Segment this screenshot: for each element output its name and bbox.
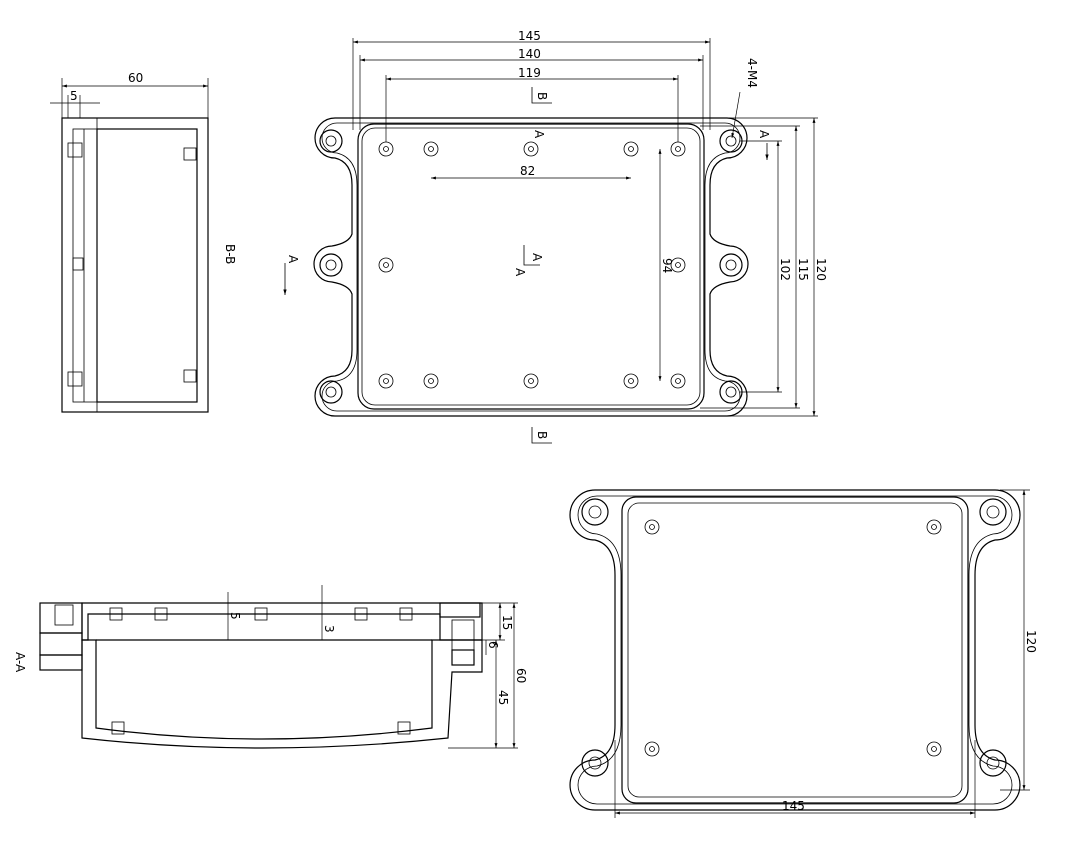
top-hole-spacing-82: 82 (520, 164, 535, 178)
top-width-145: 145 (518, 29, 541, 43)
section-a-marker-center2: A (513, 268, 527, 277)
aa-dim-45: 45 (496, 690, 510, 705)
section-bb-view: 60 5 B-B (50, 71, 237, 413)
section-a-marker-upper: A (532, 130, 546, 139)
section-a-marker-center: A (530, 253, 544, 262)
screw-label: 4-M4 (745, 58, 759, 88)
bottom-corner-holes (581, 498, 1007, 777)
bottom-screw-holes (644, 519, 942, 757)
aa-dim-3: 3 (322, 625, 336, 633)
bb-depth-60: 60 (128, 71, 143, 85)
section-a-marker-left: A (286, 255, 300, 264)
bottom-height-120: 120 (1024, 630, 1038, 653)
bottom-width-145: 145 (782, 799, 805, 813)
aa-section-title: A-A (13, 652, 27, 673)
aa-dim-6: 6 (486, 641, 500, 649)
section-a-marker-right: A (757, 130, 771, 139)
top-hole-spacing-94: 94 (660, 258, 674, 273)
top-height-120: 120 (814, 258, 828, 281)
aa-dim-15: 15 (500, 615, 514, 630)
section-b-marker-bottom: B (535, 431, 549, 439)
top-height-102: 102 (778, 258, 792, 281)
top-hole-spacing-119: 119 (518, 66, 541, 80)
top-height-115: 115 (796, 258, 810, 281)
aa-dim-60: 60 (514, 668, 528, 683)
top-view: 145 140 119 82 4-M4 120 115 102 94 B B (283, 29, 828, 444)
aa-dim-5: 5 (228, 612, 242, 620)
top-width-140: 140 (518, 47, 541, 61)
bb-wall-5: 5 (70, 89, 78, 103)
mounting-holes (319, 129, 743, 404)
bb-section-title: B-B (223, 244, 237, 264)
section-b-marker-top: B (535, 92, 549, 100)
bottom-view: 120 145 (569, 489, 1038, 818)
section-aa-view: 5 3 15 6 45 60 A-A (13, 585, 528, 749)
